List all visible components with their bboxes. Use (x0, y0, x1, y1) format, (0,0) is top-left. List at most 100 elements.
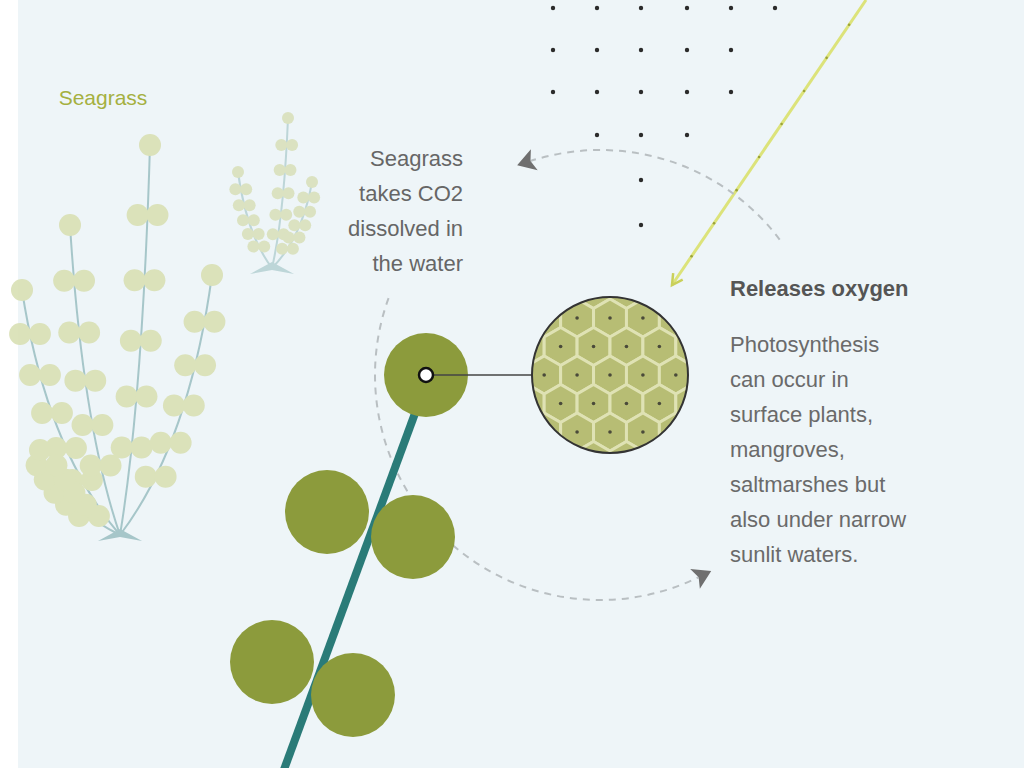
cycle-arc (530, 150, 779, 240)
small-seagrass-leaf (276, 243, 288, 255)
small-seagrass-leaf (240, 183, 252, 195)
cell-nucleus (509, 487, 513, 491)
big-seagrass-leaf (65, 437, 87, 459)
big-seagrass-leaf (51, 402, 73, 424)
cell-hexagon (561, 470, 594, 508)
cell-hexagon (462, 299, 495, 337)
seagrass-leaf (311, 653, 395, 737)
cell-hexagon (643, 442, 676, 480)
cell-nucleus (625, 402, 629, 406)
small-seagrass-leaf (253, 228, 265, 240)
sun-ray-arrowhead (672, 273, 683, 285)
cell-hexagon (495, 299, 528, 337)
big-seagrass-leaf (58, 322, 80, 344)
cell-hexagon (659, 242, 692, 280)
cell-nucleus (658, 459, 662, 463)
cell-nucleus (559, 345, 563, 349)
big-seagrass-leaf (80, 454, 102, 476)
cell-nucleus (723, 288, 727, 292)
big-seagrass-leaf (184, 311, 206, 333)
cell-nucleus (509, 316, 513, 320)
cell-nucleus (592, 288, 596, 292)
background (18, 0, 1024, 768)
cell-nucleus (509, 373, 513, 377)
cell-nucleus (559, 459, 563, 463)
sun-ray-dot (735, 189, 738, 192)
cell-hexagon (495, 470, 528, 508)
small-seagrass-leaf (304, 206, 316, 218)
cell-hexagon (676, 271, 709, 309)
big-seagrass-leaf (139, 134, 161, 156)
light-dot (639, 90, 643, 94)
cell-nucleus (674, 430, 678, 434)
cell-nucleus (641, 487, 645, 491)
light-dot (729, 48, 733, 52)
cell-hexagon (511, 271, 544, 309)
big-seagrass-leaf (78, 322, 100, 344)
small-seagrass-leaf (248, 214, 260, 226)
big-seagrass-leaf (183, 395, 205, 417)
big-seagrass-leaf (116, 386, 138, 408)
cell-hexagon (462, 413, 495, 451)
small-seagrass-leaf (308, 191, 320, 203)
body-text: Photosynthesis can occur in surface plan… (730, 327, 920, 572)
cell-hexagon (495, 356, 528, 394)
cell-nucleus (674, 259, 678, 263)
big-seagrass-leaf (45, 454, 67, 476)
cell-hexagon (659, 470, 692, 508)
cell-nucleus (592, 459, 596, 463)
big-seagrass-leaf (140, 330, 162, 352)
cell-nucleus (477, 316, 481, 320)
cell-nucleus (641, 316, 645, 320)
cell-nucleus (526, 288, 530, 292)
light-dot (685, 90, 689, 94)
big-seagrass-leaf (19, 364, 41, 386)
big-seagrass-leaf (155, 466, 177, 488)
cell-nucleus (575, 487, 579, 491)
cell-nucleus (575, 259, 579, 263)
section-heading: Releases oxygen (730, 275, 970, 303)
cell-nucleus (542, 487, 546, 491)
big-seagrass-leaf (194, 354, 216, 376)
small-seagrass-leaf (293, 206, 305, 218)
small-seagrass-leaf (269, 209, 281, 221)
background-seagrass (9, 134, 225, 541)
cell-nucleus (690, 459, 694, 463)
sun-ray-dot (758, 156, 761, 159)
small-seagrass-stem (238, 172, 272, 268)
light-dot (639, 133, 643, 137)
sun-ray-dot (803, 90, 806, 93)
cell-nucleus (526, 402, 530, 406)
big-seagrass-leaf (143, 269, 165, 291)
cell-nucleus (723, 345, 727, 349)
cell-nucleus (493, 402, 497, 406)
cell-nucleus (690, 345, 694, 349)
big-seagrass-leaf (72, 414, 94, 436)
big-seagrass-leaf (73, 270, 95, 292)
light-dot (551, 48, 555, 52)
seagrass-leaf (371, 495, 455, 579)
cell-nucleus (608, 259, 612, 263)
small-seagrass-leaf (297, 191, 309, 203)
sun-ray-dot (848, 23, 851, 26)
big-seagrass-stem (40, 450, 120, 535)
cell-nucleus (723, 459, 727, 463)
light-dot (551, 6, 555, 10)
big-seagrass-leaf (111, 436, 133, 458)
small-seagrass-leaf (293, 231, 305, 243)
cell-nucleus (658, 345, 662, 349)
cell-nucleus (477, 430, 481, 434)
big-seagrass-leaf (11, 279, 33, 301)
cell-nucleus (493, 345, 497, 349)
cell-nucleus (608, 373, 612, 377)
big-seagrass-leaf (120, 330, 142, 352)
cell-hexagon (511, 385, 544, 423)
small-seagrass-leaf (232, 166, 244, 178)
cell-hexagon (594, 470, 627, 508)
cell-nucleus (641, 259, 645, 263)
big-seagrass-leaf (31, 402, 53, 424)
big-seagrass-leaf (91, 414, 113, 436)
sun-ray-dot (713, 222, 716, 225)
